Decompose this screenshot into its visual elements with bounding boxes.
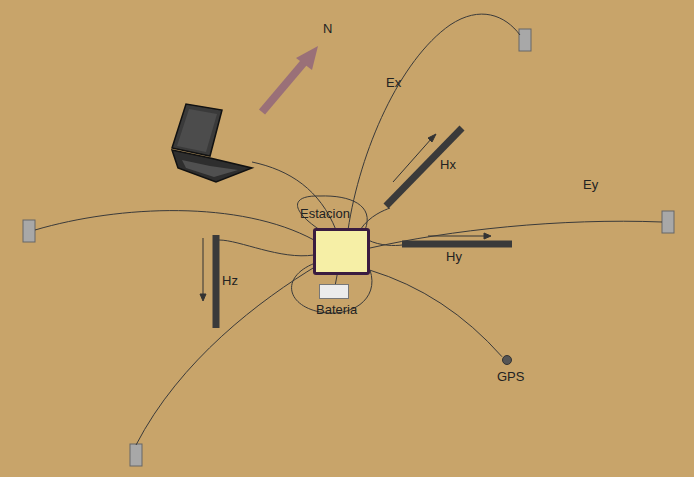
wires [35,14,662,445]
electrodes [23,29,674,466]
station-box: Estacion [313,228,370,275]
north-arrow [262,60,306,112]
coil-name: Hx [440,158,456,172]
north-arrowhead [296,46,318,70]
node-label: Estacion [300,207,350,221]
signal-name: Ex [386,76,401,90]
coil-direction-arrows [200,134,491,301]
cable [335,275,337,284]
battery-box: Bateria [319,284,349,299]
gps-antenna: GPS [502,355,512,365]
north-label: N [323,22,332,36]
laptop [172,104,252,182]
signal-name: Ey [583,178,598,192]
node-label: Bateria [316,303,357,317]
node-label: GPS [497,370,524,384]
magnetic-coils [216,128,512,328]
coil-name: Hz [222,274,238,288]
coil-name: Hy [446,250,462,264]
cable [370,270,502,357]
